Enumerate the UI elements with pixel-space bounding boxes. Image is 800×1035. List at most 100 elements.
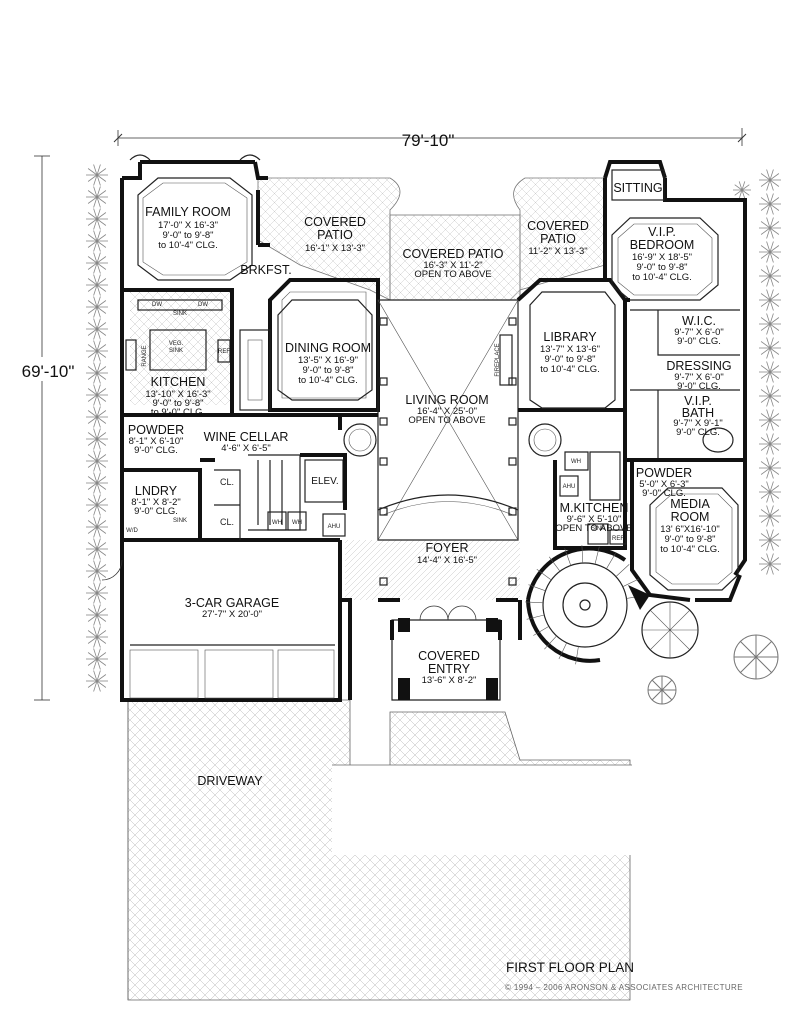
svg-text:to 9'-0" CLG.: to 9'-0" CLG. — [151, 407, 205, 418]
fireplace-label: FIREPLACE — [495, 343, 501, 376]
depth-dimension: 69'-10" — [20, 155, 84, 701]
washer-dryer-label: W/D — [126, 528, 138, 534]
svg-text:9'-7" X 6'-0": 9'-7" X 6'-0" — [674, 372, 723, 383]
room-lndry: LNDRY 8'-1" X 8'-2" 9'-0" CLG. — [131, 484, 180, 517]
stair-tread — [544, 635, 557, 650]
stair-tread — [622, 578, 640, 587]
svg-text:LIVING ROOM: LIVING ROOM — [405, 393, 488, 407]
svg-text:OPEN TO ABOVE: OPEN TO ABOVE — [414, 269, 491, 280]
room-brkfst: BRKFST. — [240, 263, 291, 277]
covered-entry-outline — [390, 605, 502, 701]
svg-text:16'-1" X 13'-3": 16'-1" X 13'-3" — [305, 243, 365, 254]
svg-text:PATIO: PATIO — [540, 232, 576, 246]
svg-text:9'-0" CLG.: 9'-0" CLG. — [676, 427, 720, 438]
stair-tread — [528, 584, 546, 592]
ref-label-m-kitchen: REF — [612, 536, 624, 542]
stair-tread — [533, 626, 549, 636]
veg-sink-label-2: SINK — [169, 348, 183, 354]
shrub-icon — [86, 538, 108, 560]
shrub-icon — [759, 241, 781, 263]
shrub-icon — [86, 626, 108, 648]
ref-label-kitchen: REF — [218, 349, 230, 355]
veg-sink-label: VEG. — [169, 341, 184, 347]
room-dressing: DRESSING 9'-7" X 6'-0" 9'-0" CLG. — [666, 359, 731, 392]
svg-text:DRESSING: DRESSING — [666, 359, 731, 373]
room-library: LIBRARY 13'-7" X 13'-6" 9'-0" to 9'-8" t… — [540, 330, 600, 375]
room-kitchen: KITCHEN 13'-10" X 16'-3" 9'-0" to 9'-8" … — [145, 375, 210, 418]
svg-text:4'-6" X 6'-5": 4'-6" X 6'-5" — [221, 443, 270, 454]
svg-text:DRIVEWAY: DRIVEWAY — [197, 774, 263, 788]
svg-text:ELEV.: ELEV. — [311, 476, 338, 487]
room-covered-patio-left: COVERED PATIO 16'-1" X 13'-3" — [304, 215, 366, 254]
svg-text:9'-7" X 9'-1": 9'-7" X 9'-1" — [673, 418, 722, 429]
range-label: RANGE — [142, 345, 148, 366]
svg-text:OPEN TO ABOVE: OPEN TO ABOVE — [555, 523, 632, 534]
svg-text:9'-0" to 9'-8": 9'-0" to 9'-8" — [636, 262, 687, 273]
shrub-icon — [86, 318, 108, 340]
room-foyer: FOYER 14'-4" X 16'-5" — [417, 541, 477, 566]
shrub-icon — [86, 230, 108, 252]
shrub-icon — [733, 181, 751, 199]
shrub-icon — [86, 252, 108, 274]
svg-text:DINING ROOM: DINING ROOM — [285, 341, 371, 355]
room-sitting: SITTING — [613, 181, 662, 195]
shrub-icon — [86, 472, 108, 494]
svg-text:9'-0" to 9'-8": 9'-0" to 9'-8" — [162, 230, 213, 241]
garage-outline — [101, 559, 335, 699]
svg-text:POWDER: POWDER — [636, 466, 692, 480]
stair-tread — [525, 601, 544, 604]
shrub-icon — [86, 296, 108, 318]
room-driveway: DRIVEWAY — [197, 774, 263, 788]
shrub-icon — [86, 428, 108, 450]
svg-text:LNDRY: LNDRY — [135, 484, 178, 498]
m-kitchen-sink-label: SINK — [591, 526, 605, 532]
svg-text:9'-6" X 5'-10": 9'-6" X 5'-10" — [567, 514, 622, 525]
sink-label: SINK — [173, 311, 187, 317]
spiral-stair — [525, 545, 650, 665]
svg-text:16'-4" X 25'-0": 16'-4" X 25'-0" — [417, 406, 477, 417]
svg-text:13' 6"X16'-10": 13' 6"X16'-10" — [660, 524, 720, 535]
stair-tread — [564, 548, 572, 566]
svg-text:9'-0" to 9'-8": 9'-0" to 9'-8" — [544, 354, 595, 365]
room-m-kitchen: M.KITCHEN 9'-6" X 5'-10" OPEN TO ABOVE — [555, 501, 632, 534]
svg-text:5'-0" X 6'-3": 5'-0" X 6'-3" — [639, 479, 688, 490]
room-wic: W.I.C. 9'-7" X 6'-0" 9'-0" CLG. — [674, 314, 723, 347]
room-vip-bedroom: V.I.P. BEDROOM 16'-9" X 18'-5" 9'-0" to … — [630, 225, 695, 283]
shrub-icon — [759, 193, 781, 215]
svg-text:9'-0" to 9'-8": 9'-0" to 9'-8" — [152, 398, 203, 409]
water-heater-label-right: WH — [571, 459, 581, 465]
plan-title: FIRST FLOOR PLAN — [506, 960, 634, 975]
svg-text:13'-10" X 16'-3": 13'-10" X 16'-3" — [145, 389, 210, 400]
svg-text:9'-7" X 6'-0": 9'-7" X 6'-0" — [674, 327, 723, 338]
water-heater-label-2: WH — [292, 520, 302, 526]
shrub-icon — [759, 361, 781, 383]
room-covered-patio-right: COVERED PATIO 11'-2" X 13'-3" — [527, 219, 589, 257]
svg-text:13'-5" X 16'-9": 13'-5" X 16'-9" — [298, 355, 358, 366]
svg-text:KITCHEN: KITCHEN — [151, 375, 206, 389]
kitchen-fixtures — [125, 299, 271, 411]
room-powder-left: POWDER 8'-1" X 6'-10" 9'-0" CLG. — [128, 423, 184, 456]
svg-text:COVERED: COVERED — [527, 219, 589, 233]
shrub-icon — [759, 169, 781, 191]
svg-text:PATIO: PATIO — [317, 228, 353, 242]
svg-text:LIBRARY: LIBRARY — [543, 330, 597, 344]
landscape-shrubs — [86, 164, 781, 692]
room-vip-bath: V.I.P. BATH 9'-7" X 9'-1" 9'-0" CLG. — [673, 394, 722, 438]
svg-text:9'-0" CLG.: 9'-0" CLG. — [677, 381, 721, 392]
svg-text:BATH: BATH — [682, 406, 714, 420]
stair-tread — [615, 564, 630, 577]
svg-text:to 10'-4" CLG.: to 10'-4" CLG. — [540, 364, 600, 375]
copyright-notice: © 1994 – 2006 ARONSON & ASSOCIATES ARCHI… — [505, 983, 743, 992]
shrub-icon — [86, 362, 108, 384]
svg-text:9'-0" CLG.: 9'-0" CLG. — [134, 506, 178, 517]
svg-text:to 10'-4" CLG.: to 10'-4" CLG. — [298, 375, 358, 386]
shrub-icon — [86, 384, 108, 406]
svg-text:9'-0" to 9'-8": 9'-0" to 9'-8" — [302, 365, 353, 376]
shrub-icon — [759, 337, 781, 359]
svg-text:to 10'-4" CLG.: to 10'-4" CLG. — [660, 544, 720, 555]
stair-tread — [536, 568, 552, 581]
svg-text:9'-0" CLG.: 9'-0" CLG. — [642, 488, 686, 499]
interior-walls-left — [122, 288, 378, 540]
